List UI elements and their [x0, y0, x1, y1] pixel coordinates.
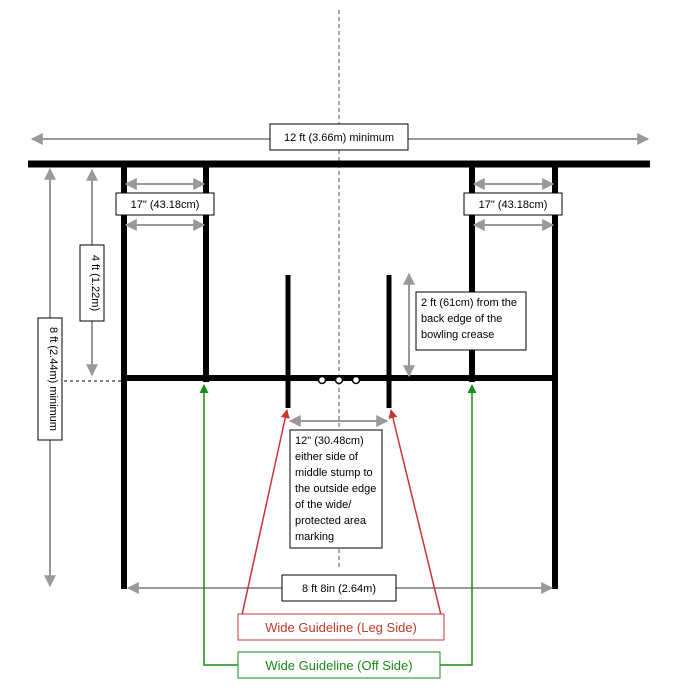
two-ft-line-1: 2 ft (61cm) from the [421, 297, 517, 309]
right-17in-label: 17" (43.18cm) [479, 199, 548, 211]
twelve-in-line-4: the outside edge [295, 483, 376, 495]
twelve-in-box [289, 429, 383, 549]
off-side-guideline-right [440, 384, 477, 666]
wide-leg-box [237, 613, 445, 641]
two-ft-line-3: bowling crease [421, 329, 494, 341]
width-12ft-box [269, 123, 409, 151]
stump-leg [317, 375, 327, 385]
twelve-in-label: 12" (30.48cm) either side of middle stum… [295, 435, 379, 543]
leg-side-guideline-arrows [241, 409, 290, 616]
height-8ft-label: 8 ft (2.44m) minimum [47, 327, 59, 431]
wide-off-label: Wide Guideline (Off Side) [265, 658, 412, 673]
right-17in-box [463, 192, 563, 216]
twelve-in-line-3: middle stump to [295, 467, 373, 479]
left-17in-box [115, 192, 215, 216]
stump-off [351, 375, 361, 385]
twelve-in-line-5: of the wide/ [295, 499, 352, 511]
wide-leg-label: Wide Guideline (Leg Side) [265, 620, 417, 635]
height-4ft-box [79, 244, 105, 322]
twelve-in-line-6: protected area [295, 515, 367, 527]
width-8ft8-label: 8 ft 8in (2.64m) [302, 583, 376, 595]
twelve-in-line-1: 12" (30.48cm) [295, 435, 364, 447]
left-17in-label: 17" (43.18cm) [131, 199, 200, 211]
stump-middle [334, 375, 344, 385]
wide-off-box [237, 651, 441, 679]
twelve-in-line-7: marking [295, 531, 334, 543]
two-ft-label: 2 ft (61cm) from the back edge of the bo… [421, 297, 520, 341]
two-ft-box [415, 291, 527, 351]
width-12ft-label: 12 ft (3.66m) minimum [284, 132, 394, 144]
twelve-in-line-2: either side of [295, 451, 359, 463]
height-4ft-label: 4 ft (1.22m) [89, 255, 101, 311]
leg-side-guideline-arrow-right [388, 409, 442, 616]
width-8ft8-box [281, 574, 397, 602]
off-side-guideline-left [199, 384, 238, 666]
two-ft-line-2: back edge of the [421, 313, 502, 325]
height-8ft-box [37, 317, 63, 441]
